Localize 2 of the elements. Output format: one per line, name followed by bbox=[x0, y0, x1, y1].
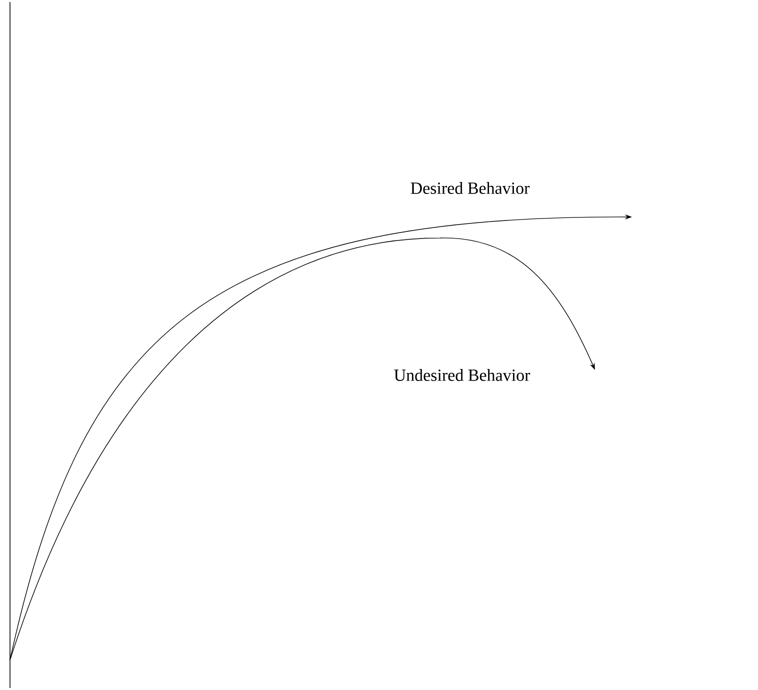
curve-label: Undesired Behavior bbox=[394, 369, 530, 381]
curve-label: Desired Behavior bbox=[410, 182, 530, 194]
